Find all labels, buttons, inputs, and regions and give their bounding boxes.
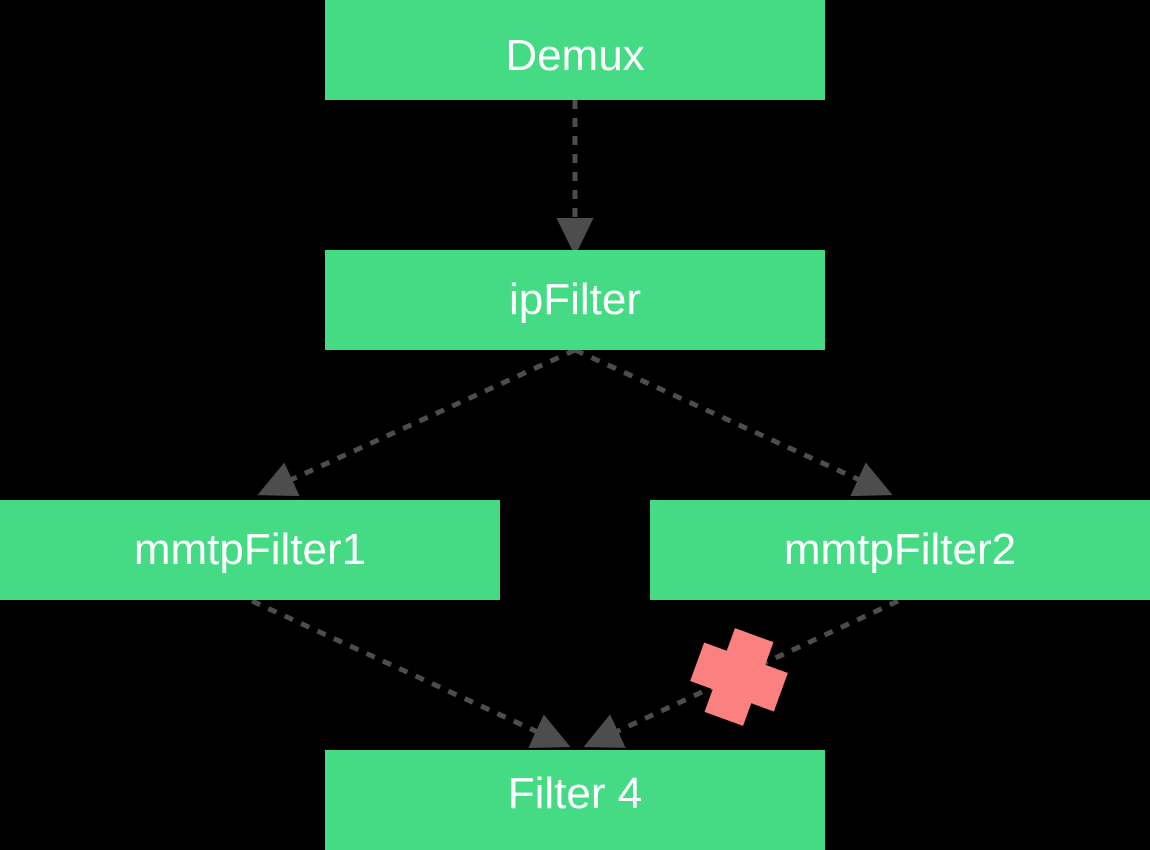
- node-filter4[interactable]: Filter 4: [325, 750, 825, 850]
- node-mmtpfilter2-label: mmtpFilter2: [783, 525, 1017, 574]
- edge-mmtpfilter2-to-filter4: [583, 598, 900, 748]
- node-mmtpfilter1[interactable]: mmtpFilter1: [0, 500, 500, 600]
- node-mmtpfilter1-label: mmtpFilter1: [133, 525, 367, 574]
- node-demux-label: Demux: [505, 31, 645, 80]
- edge-ipfilter-to-mmtpfilter1: [257, 347, 577, 497]
- node-ipfilter[interactable]: ipFilter: [325, 250, 825, 350]
- node-ipfilter-label: ipFilter: [508, 275, 642, 324]
- node-mmtpfilter2[interactable]: mmtpFilter2: [650, 500, 1150, 600]
- edge-ipfilter-to-mmtpfilter2: [573, 347, 893, 497]
- edge-mmtpfilter1-to-filter4: [250, 598, 571, 749]
- node-filter4-label: Filter 4: [507, 769, 643, 818]
- node-demux[interactable]: Demux: [325, 0, 825, 100]
- x-cross-icon: [690, 628, 788, 726]
